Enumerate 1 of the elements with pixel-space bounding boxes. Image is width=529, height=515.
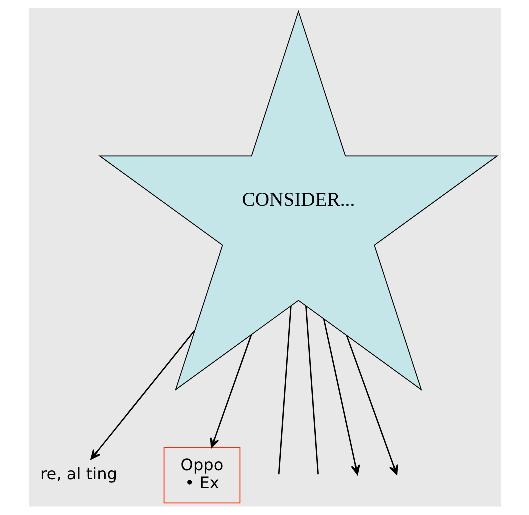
node-text: re, al ting bbox=[40, 464, 117, 484]
